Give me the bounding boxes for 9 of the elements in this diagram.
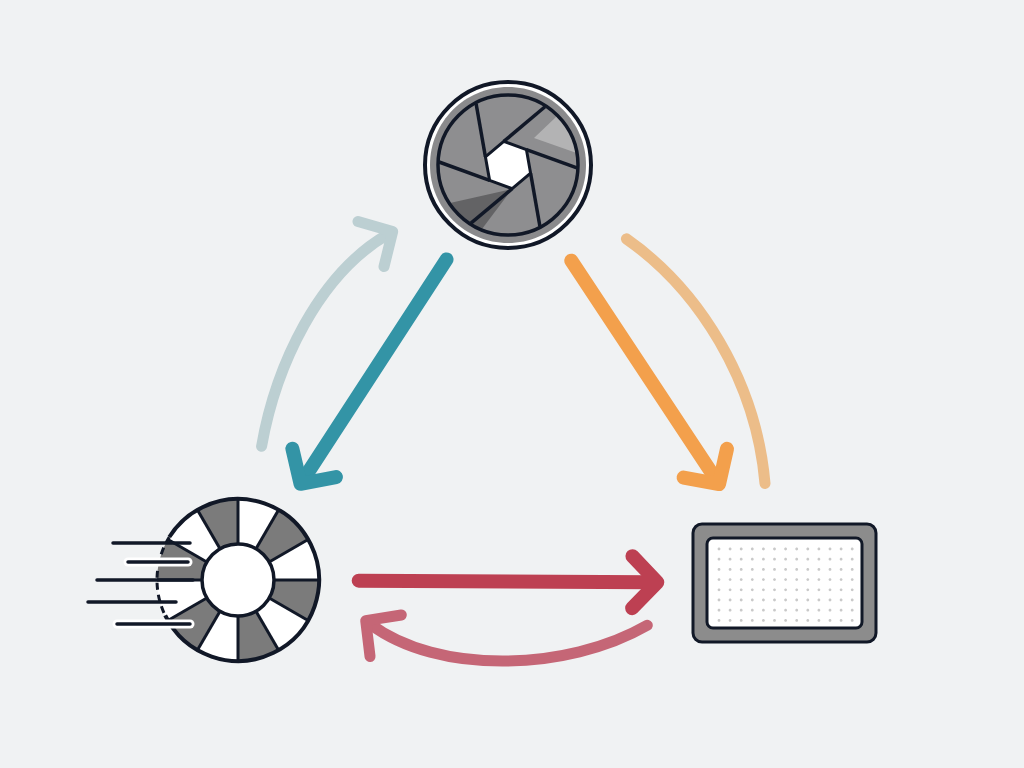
- segmented-wheel-icon: [86, 497, 321, 663]
- arrow: [564, 253, 734, 492]
- dotted-screen-icon: [691, 522, 878, 644]
- aperture-icon: [423, 80, 593, 250]
- arrow: [351, 549, 665, 616]
- curved-arrow: [256, 216, 399, 452]
- curved-arrow: [360, 609, 653, 667]
- arrow: [285, 252, 454, 491]
- curved-line: [620, 233, 771, 489]
